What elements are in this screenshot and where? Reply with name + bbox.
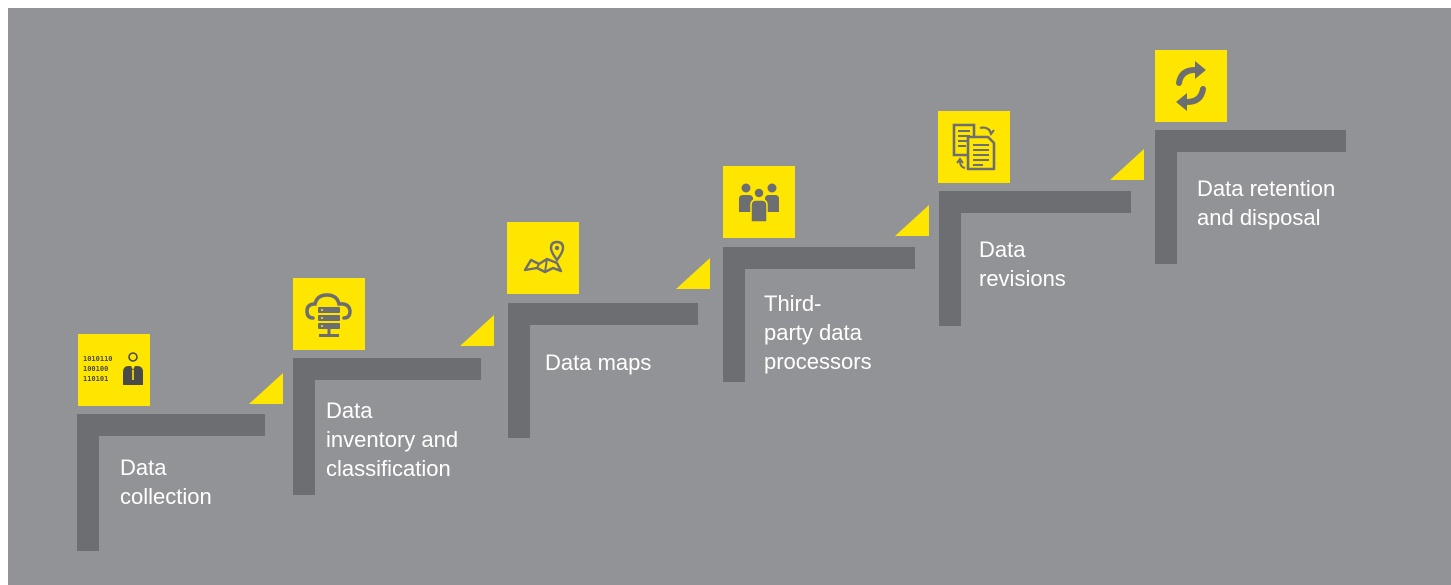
step-arrow-marker <box>676 258 710 289</box>
step-tread <box>723 247 915 269</box>
step-arrow-marker <box>1110 149 1144 180</box>
step-riser <box>508 303 530 438</box>
sync-arrows-icon <box>1155 50 1227 122</box>
step-tread <box>77 414 265 436</box>
step-riser <box>293 358 315 495</box>
step-riser <box>77 414 99 551</box>
step-label: Third- party data processors <box>764 291 872 374</box>
step-tread <box>1155 130 1346 152</box>
step-riser <box>723 247 745 382</box>
step-riser <box>939 191 961 326</box>
step-label: Data collection <box>120 455 212 509</box>
step-tread <box>939 191 1131 213</box>
step-label: Data retention and disposal <box>1197 176 1336 230</box>
cloud-server-icon <box>293 278 365 350</box>
step-label: Data revisions <box>979 237 1066 291</box>
step-arrow-marker <box>249 373 283 404</box>
step-arrow-marker <box>895 205 929 236</box>
step-riser <box>1155 130 1177 264</box>
step-tread <box>508 303 698 325</box>
people-group-icon <box>723 166 795 238</box>
step-label: Data maps <box>545 350 652 375</box>
step-label: Data inventory and classification <box>326 398 459 481</box>
binary-person-icon: 1010110 100100 110101 <box>78 334 150 406</box>
step-arrow-marker <box>460 315 494 346</box>
document-revision-icon <box>938 111 1010 183</box>
step-tread <box>293 358 481 380</box>
map-pin-icon <box>507 222 579 294</box>
